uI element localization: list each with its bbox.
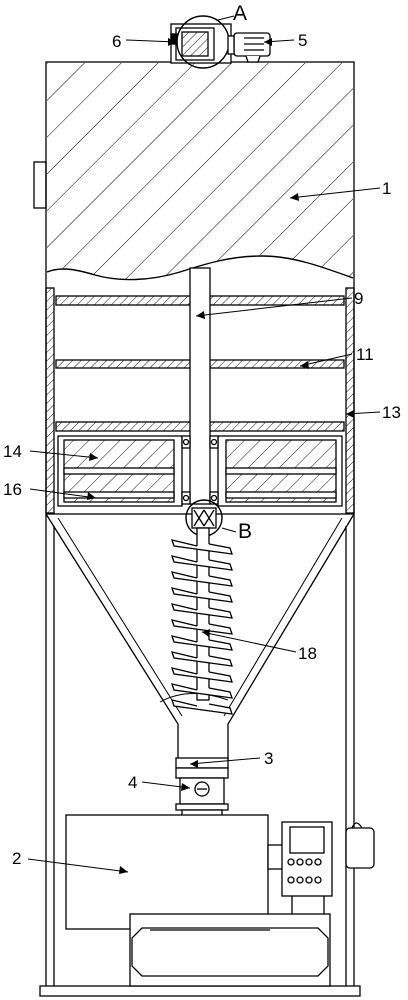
label-3: 3 — [264, 749, 273, 768]
panel-button — [296, 876, 304, 884]
label-5: 5 — [298, 31, 307, 50]
base-plate — [39, 985, 361, 997]
shaft-coupling — [185, 499, 223, 537]
arrow-heads — [87, 38, 354, 874]
label-13: 13 — [382, 403, 401, 422]
screw-flight — [171, 555, 233, 571]
control-screen — [289, 826, 325, 854]
top-drive — [170, 15, 271, 69]
screw-flight — [171, 683, 233, 699]
control-panel — [281, 821, 375, 914]
screw-flight — [171, 651, 233, 667]
screw-flight — [171, 603, 233, 619]
screw-flight — [171, 539, 233, 555]
central-shaft — [181, 267, 219, 505]
panel-button — [305, 858, 313, 866]
reference-labels: 6 5 A 1 9 11 13 14 16 B 18 3 4 2 — [3, 2, 401, 868]
screw-flight — [171, 667, 233, 683]
label-4: 4 — [128, 773, 137, 792]
receiving-box — [65, 814, 287, 930]
label-1: 1 — [382, 179, 391, 198]
label-18: 18 — [298, 644, 317, 663]
panel-button — [314, 876, 322, 884]
screw-flight — [171, 619, 233, 635]
panel-button — [314, 858, 322, 866]
blade-assembly-left — [57, 435, 183, 507]
discharge-valve — [175, 767, 229, 819]
screw-flight — [171, 699, 233, 715]
label-6: 6 — [112, 32, 121, 51]
side-motor — [345, 827, 375, 869]
screw-flight — [171, 571, 233, 587]
label-9: 9 — [354, 289, 363, 308]
label-14: 14 — [3, 442, 22, 461]
label-16: 16 — [3, 480, 22, 499]
panel-button — [305, 876, 313, 884]
label-11: 11 — [356, 345, 374, 364]
label-2: 2 — [12, 849, 21, 868]
leader-lines — [27, 15, 381, 873]
label-detail-b: B — [238, 520, 252, 543]
panel-button — [287, 876, 295, 884]
side-wall-jackets — [45, 287, 355, 514]
label-detail-a: A — [233, 2, 247, 25]
panel-button — [296, 858, 304, 866]
side-door — [33, 161, 47, 209]
screw-flight — [171, 587, 233, 603]
panel-button — [287, 858, 295, 866]
screw-flight — [171, 635, 233, 651]
base-drawer — [129, 913, 331, 987]
screw-conveyor — [171, 527, 233, 715]
blade-assembly-right — [217, 435, 343, 507]
